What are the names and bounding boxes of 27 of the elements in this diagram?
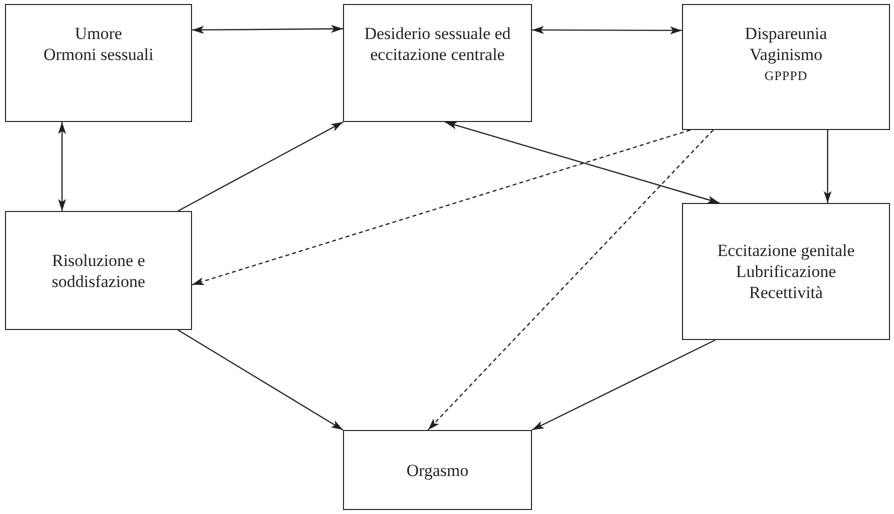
dashed-arrow bbox=[428, 130, 714, 430]
process-box bbox=[682, 4, 890, 130]
box-text: Lubrificazione bbox=[736, 261, 836, 282]
arrow bbox=[532, 26, 682, 34]
box-text: Recettività bbox=[749, 282, 823, 303]
arrow bbox=[178, 121, 344, 212]
box-text: Eccitazione genitale bbox=[717, 240, 855, 261]
arrow bbox=[58, 122, 66, 211]
box-text: GPPPD bbox=[764, 67, 808, 85]
box-text: Orgasmo bbox=[406, 460, 468, 480]
arrow bbox=[192, 24, 343, 34]
arrow bbox=[444, 121, 720, 204]
box-text: Dispareunia bbox=[744, 23, 828, 44]
process-box bbox=[682, 203, 890, 340]
dashed-arrow bbox=[192, 129, 690, 286]
arrow bbox=[178, 329, 344, 431]
process-box bbox=[343, 4, 532, 122]
box-text: Ormoni sessuali bbox=[43, 44, 154, 65]
process-box bbox=[343, 430, 532, 510]
process-box bbox=[5, 211, 192, 330]
arrow bbox=[532, 339, 716, 431]
box-text: Desiderio sessuale ed eccitazione centrale bbox=[363, 23, 512, 65]
box-text: Risoluzione e soddisfazione bbox=[50, 250, 146, 292]
arrow bbox=[824, 130, 832, 203]
process-box bbox=[5, 4, 192, 122]
box-text: Umore bbox=[74, 23, 122, 44]
box-text: Vaginismo bbox=[750, 44, 822, 65]
